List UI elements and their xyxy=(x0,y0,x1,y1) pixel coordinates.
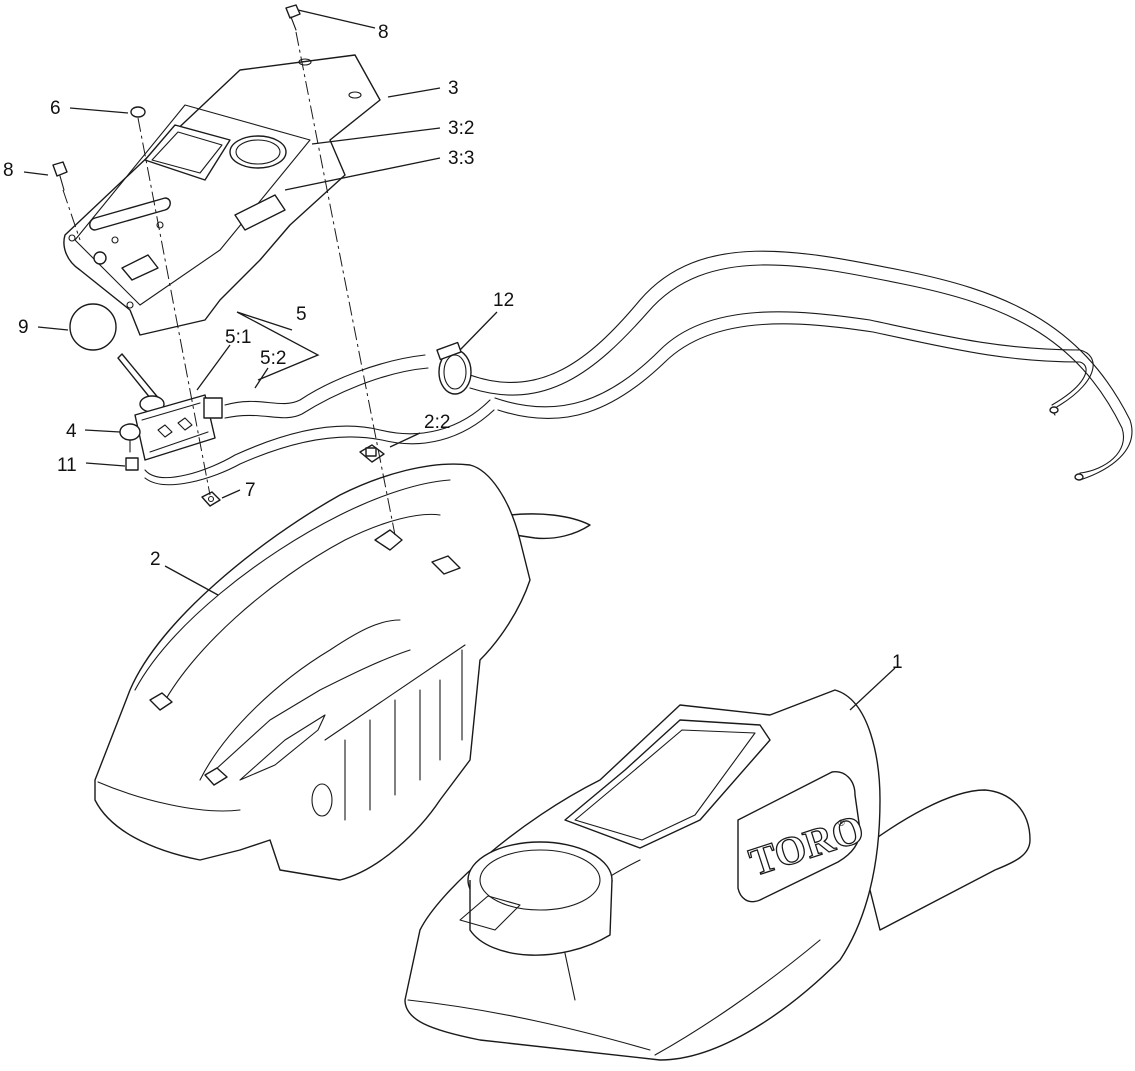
callout-11: 11 xyxy=(57,455,77,476)
callout-5-2: 5:2 xyxy=(260,348,286,369)
callout-3: 3 xyxy=(448,78,459,99)
callout-2: 2 xyxy=(150,549,161,570)
callout-1: 1 xyxy=(892,652,903,673)
screw-8-top xyxy=(285,4,301,31)
callout-7: 7 xyxy=(245,480,256,501)
callout-6: 6 xyxy=(50,98,61,119)
rivet-6 xyxy=(130,106,146,118)
part-12-cable-tie xyxy=(436,341,472,395)
registered-mark: ® xyxy=(838,818,845,828)
callout-3-3: 3:3 xyxy=(448,148,474,169)
callout-9: 9 xyxy=(18,317,29,338)
callout-8-top: 8 xyxy=(378,22,389,43)
callout-3-2: 3:2 xyxy=(448,118,474,139)
callout-2-2: 2:2 xyxy=(424,412,450,433)
part-2-base-housing xyxy=(94,463,591,881)
callout-5-1: 5:1 xyxy=(225,327,251,348)
leader-lines xyxy=(23,9,896,711)
part-2-2-clip-nut xyxy=(359,444,385,463)
callout-labels: 8 3 3:2 3:3 6 8 9 5 5:1 5:2 12 4 2:2 11 … xyxy=(3,22,903,673)
callout-5: 5 xyxy=(296,304,307,325)
part-5-throttle-assembly xyxy=(117,250,1133,486)
part-1-hood-cover: TORO ® xyxy=(404,689,1031,1061)
screw-8-left xyxy=(52,161,68,191)
callout-4: 4 xyxy=(66,421,77,442)
part-3-control-panel xyxy=(63,54,381,336)
part-9-knob xyxy=(69,303,117,351)
callout-8-left: 8 xyxy=(3,160,14,181)
nut-7 xyxy=(201,491,221,507)
assembly-axes xyxy=(62,31,396,536)
callout-12: 12 xyxy=(493,290,514,311)
